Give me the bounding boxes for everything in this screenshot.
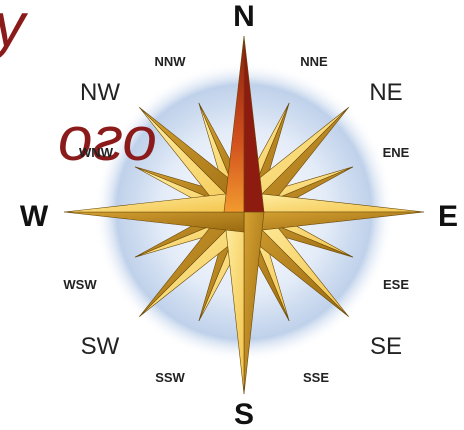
label-northeast: NE: [369, 79, 402, 106]
label-north: N: [233, 0, 255, 33]
label-ese: ESE: [383, 277, 409, 292]
label-south: S: [234, 398, 254, 430]
label-southeast: SE: [370, 333, 402, 360]
label-southwest: SW: [81, 333, 120, 360]
label-ssw: SSW: [155, 370, 185, 385]
label-ene: ENE: [383, 145, 410, 160]
label-east: E: [438, 200, 458, 233]
compass-cardinal-rays: [63, 35, 425, 395]
label-nne: NNE: [300, 54, 328, 69]
overlay-text-fragment-top: у: [0, 0, 29, 60]
overlay-text-fragment-mid: ого: [58, 105, 157, 174]
label-nnw: NNW: [154, 54, 186, 69]
label-west: W: [20, 200, 49, 233]
label-sse: SSE: [303, 370, 329, 385]
label-wnw: WNW: [79, 145, 114, 160]
label-northwest: NW: [80, 79, 120, 106]
label-wsw: WSW: [63, 277, 97, 292]
ray-north-right: [243, 35, 265, 213]
